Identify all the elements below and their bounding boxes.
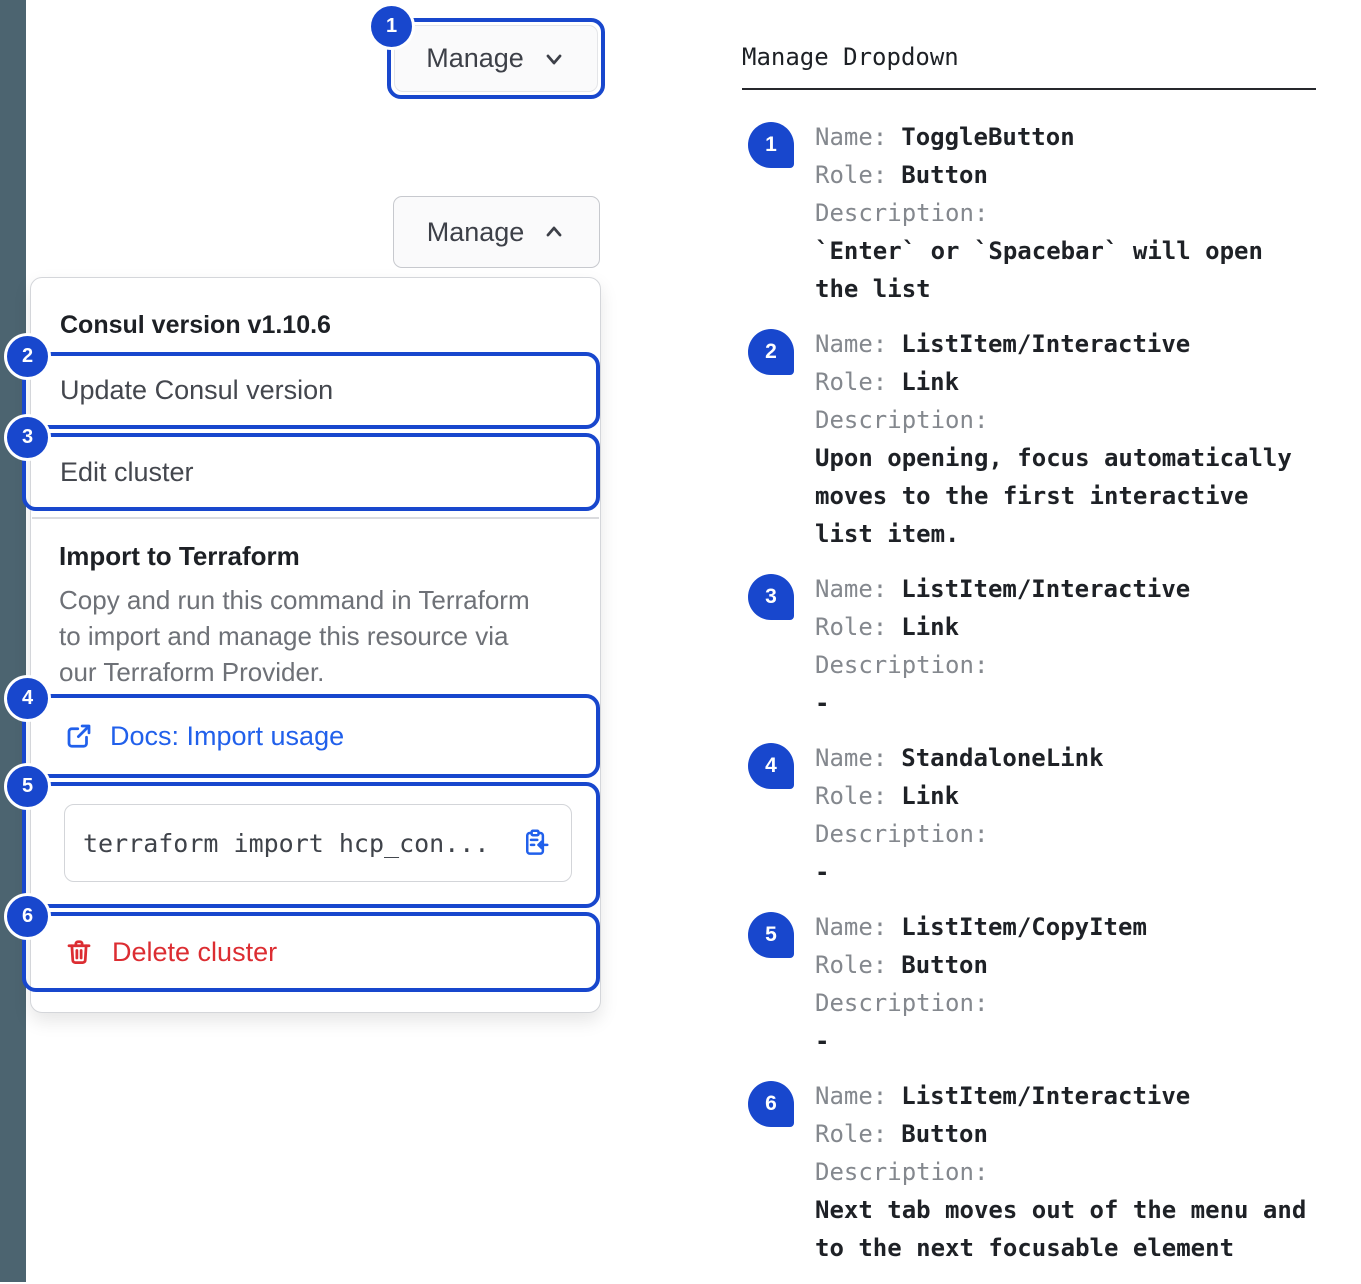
legend-item-1: 1 Name: ToggleButton Role: Button Descript… <box>742 118 1322 308</box>
legend-badge-2: 2 <box>748 329 794 375</box>
name-label: Name: <box>815 330 888 358</box>
item-role: Button <box>901 1120 988 1148</box>
item-role: Link <box>901 368 960 396</box>
chevron-up-icon <box>546 226 562 237</box>
docs-import-usage-link[interactable]: Docs: Import usage <box>26 698 596 774</box>
clipboard-copy-icon[interactable] <box>521 828 551 858</box>
import-section-description: Copy and run this command in Terraform t… <box>59 585 530 687</box>
role-label: Role: <box>815 782 888 810</box>
manage-toggle-button-open[interactable]: Manage <box>393 196 600 268</box>
item-name: ListItem/CopyItem <box>901 913 1147 941</box>
legend-column: Manage Dropdown 1 Name: ToggleButton Role… <box>742 42 1322 1284</box>
description-label: Description: <box>815 651 989 679</box>
import-section-heading: Import to Terraform <box>59 541 300 571</box>
legend-item-6: 6 Name:ListItem/Interactive Role:Button … <box>742 1077 1322 1267</box>
left-sidebar-strip <box>0 0 26 1282</box>
docs-link-annotation-outline: Docs: Import usage <box>22 694 600 778</box>
item-name: ListItem/Interactive <box>901 1082 1191 1110</box>
description-label: Description: <box>815 820 989 848</box>
chevron-down-icon <box>546 54 562 64</box>
edit-cluster-item[interactable]: Edit cluster <box>60 456 194 487</box>
item-description: - <box>815 689 830 717</box>
role-label: Role: <box>815 613 888 641</box>
update-consul-version-item[interactable]: Update Consul version <box>60 375 334 405</box>
annotation-badge-2: 2 <box>7 336 48 377</box>
delete-cluster-item[interactable]: Delete cluster <box>26 916 596 988</box>
description-label: Description: <box>815 1158 989 1186</box>
role-label: Role: <box>815 161 888 189</box>
role-label: Role: <box>815 951 888 979</box>
item-name: StandaloneLink <box>901 744 1104 772</box>
manage-toggle-button-closed[interactable]: Manage <box>394 25 598 92</box>
name-label: Name: <box>815 123 888 151</box>
copy-item-annotation-outline: terraform import hcp_con... <box>22 782 600 908</box>
menu-divider <box>32 517 599 519</box>
item-description: - <box>815 858 830 886</box>
terraform-command-text: terraform import hcp_con... <box>83 828 490 858</box>
item-description: `Enter` or `Spacebar` will open the list <box>815 237 1263 303</box>
trash-icon <box>67 940 91 965</box>
name-label: Name: <box>815 1082 888 1110</box>
item-role: Button <box>901 161 988 189</box>
legend-title: Manage Dropdown <box>742 43 959 71</box>
item-role: Link <box>901 613 960 641</box>
manage-toggle-label: Manage <box>426 43 524 73</box>
item-description: Next tab moves out of the menu and to th… <box>815 1196 1307 1262</box>
item-name: ToggleButton <box>901 123 1075 151</box>
annotation-badge-4: 4 <box>7 678 48 719</box>
name-label: Name: <box>815 913 888 941</box>
legend-item-2: 2 Name: ListItem/Interactive Role: Link De… <box>742 325 1322 553</box>
delete-item-annotation-outline: Delete cluster <box>22 912 600 992</box>
item-description: Upon opening, focus automatically moves … <box>815 444 1292 548</box>
terraform-command-copy-field[interactable]: terraform import hcp_con... <box>64 804 572 882</box>
annotation-badge-5: 5 <box>7 766 48 807</box>
item-name: ListItem/Interactive <box>901 575 1191 603</box>
description-label: Description: <box>815 989 989 1017</box>
role-label: Role: <box>815 368 888 396</box>
manage-toggle-label: Manage <box>426 216 525 247</box>
description-label: Description: <box>815 406 989 434</box>
role-label: Role: <box>815 1120 888 1148</box>
item-name: ListItem/Interactive <box>901 330 1191 358</box>
description-label: Description: <box>815 199 989 227</box>
name-label: Name: <box>815 744 888 772</box>
consul-version-label: Consul version v1.10.6 <box>60 311 331 339</box>
annotation-badge-3: 3 <box>7 417 48 458</box>
toggle-button-annotation-outline: Manage <box>387 18 605 99</box>
legend-item-5: 5 Name: ListItem/CopyItem Role: Button Des… <box>742 908 1322 1060</box>
manage-dropdown-panel <box>30 277 601 1013</box>
legend-badge-4: 4 <box>748 743 794 789</box>
docs-link-label: Docs: Import usage <box>110 720 345 751</box>
item-role: Button <box>901 951 988 979</box>
legend-badge-6: 6 <box>748 1081 794 1127</box>
legend-badge-1: 1 <box>748 122 794 168</box>
annotation-badge-6: 6 <box>7 896 48 937</box>
update-item-annotation-outline: Update Consul version <box>22 352 600 429</box>
legend-badge-3: 3 <box>748 574 794 620</box>
item-description: - <box>815 1027 830 1055</box>
delete-cluster-label: Delete cluster <box>112 936 278 967</box>
item-role: Link <box>901 782 960 810</box>
legend-underline <box>742 88 1316 90</box>
edit-item-annotation-outline: Edit cluster <box>22 433 600 511</box>
legend-item-3: 3 Name: ListItem/Interactive Role: Link De… <box>742 570 1322 722</box>
legend-badge-5: 5 <box>748 912 794 958</box>
name-label: Name: <box>815 575 888 603</box>
legend-item-4: 4 Name: StandaloneLink Role: Link Descript… <box>742 739 1322 891</box>
annotation-badge-1: 1 <box>371 6 412 47</box>
external-link-icon <box>67 724 91 748</box>
